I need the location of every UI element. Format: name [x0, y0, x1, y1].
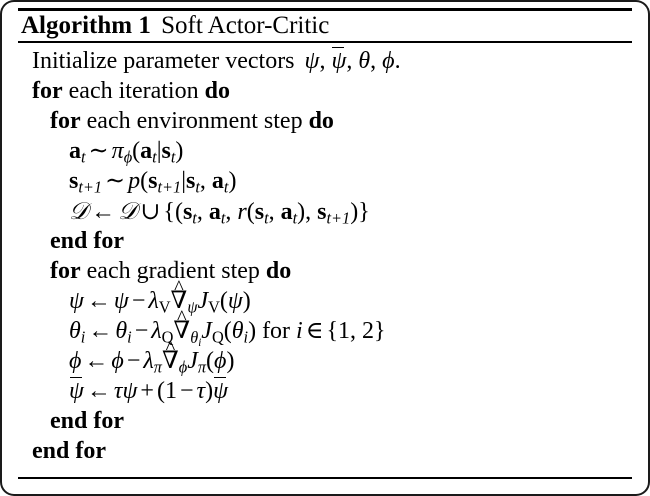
line-for-iteration: for each iteration do [0, 76, 650, 106]
algorithm-body: Initialize parameter vectors ψ, ψ, θ, ϕ.… [0, 46, 650, 466]
keyword-do-1: do [204, 78, 230, 104]
text-each-environment-step: each environment step [86, 108, 303, 134]
math-index-set: i∈{1, 2} [296, 318, 386, 344]
line-end-for-environment-step: end for [0, 226, 650, 256]
keyword-end-for-2: end for [50, 408, 124, 434]
line-update-theta: θi←θi−λQ∇θiJQ(θi) for i∈{1, 2} [0, 316, 650, 349]
keyword-for-3: for [50, 258, 81, 284]
comma-2: , [346, 48, 353, 74]
algorithm-title-label: Algorithm 1 [21, 12, 151, 39]
symbol-theta: θ [358, 48, 371, 74]
keyword-end-for-3: end for [32, 438, 106, 464]
math-update-psi: ψ←ψ−λV∇ψJV(ψ) [69, 288, 251, 317]
keyword-do-2: do [308, 108, 334, 134]
keyword-for-2: for [50, 108, 81, 134]
math-update-phi: ϕ←ϕ−λπ∇ϕJπ(ϕ) [69, 348, 234, 377]
line-end-for-iteration: end for [0, 436, 650, 466]
line-append-replay-buffer: 𝒟←𝒟∪{(st, at, r(st, at), st+1)} [0, 196, 650, 228]
math-update-theta: θi←θi−λQ∇θiJQ(θi) [69, 318, 256, 349]
symbol-psi: ψ [304, 48, 320, 74]
symbol-psi-bar: ψ [331, 46, 347, 74]
text-each-iteration: each iteration [68, 78, 199, 104]
line-end-for-gradient-step: end for [0, 406, 650, 436]
math-append-replay-buffer: 𝒟←𝒟∪{(st, at, r(st, at), st+1)} [69, 197, 370, 228]
initialize-text: Initialize parameter vectors [32, 48, 295, 74]
math-sample-next-state: st+1∼p(st+1|st, at) [69, 168, 237, 197]
keyword-end-for-1: end for [50, 228, 124, 254]
line-update-psi-bar: ψ←τψ+(1−τ)ψ [0, 376, 650, 406]
line-initialize: Initialize parameter vectors ψ, ψ, θ, ϕ. [0, 46, 650, 76]
rule-top [18, 8, 632, 11]
period-1: . [394, 48, 401, 74]
line-update-psi: ψ←ψ−λV∇ψJV(ψ) [0, 286, 650, 317]
line-sample-action: at∼πϕ(at|st) [0, 136, 650, 167]
math-sample-action: at∼πϕ(at|st) [69, 138, 184, 167]
algorithm-title: Algorithm 1 Soft Actor-Critic [21, 12, 329, 40]
keyword-do-3: do [265, 258, 292, 284]
line-for-environment-step: for each environment step do [0, 106, 650, 136]
line-for-gradient-step: for each gradient step do [0, 256, 650, 286]
line-update-phi: ϕ←ϕ−λπ∇ϕJπ(ϕ) [0, 346, 650, 377]
text-for-roman: for [262, 318, 291, 344]
keyword-for-1: for [32, 78, 63, 104]
symbol-phi: ϕ [382, 48, 395, 74]
comma-3: , [370, 48, 377, 74]
rule-title-separator [18, 41, 632, 43]
line-sample-next-state: st+1∼p(st+1|st, at) [0, 166, 650, 197]
rule-bottom [18, 477, 632, 479]
math-update-psi-bar: ψ←τψ+(1−τ)ψ [69, 376, 228, 404]
comma-1: , [319, 48, 326, 74]
algorithm-title-name: Soft Actor-Critic [161, 12, 330, 39]
